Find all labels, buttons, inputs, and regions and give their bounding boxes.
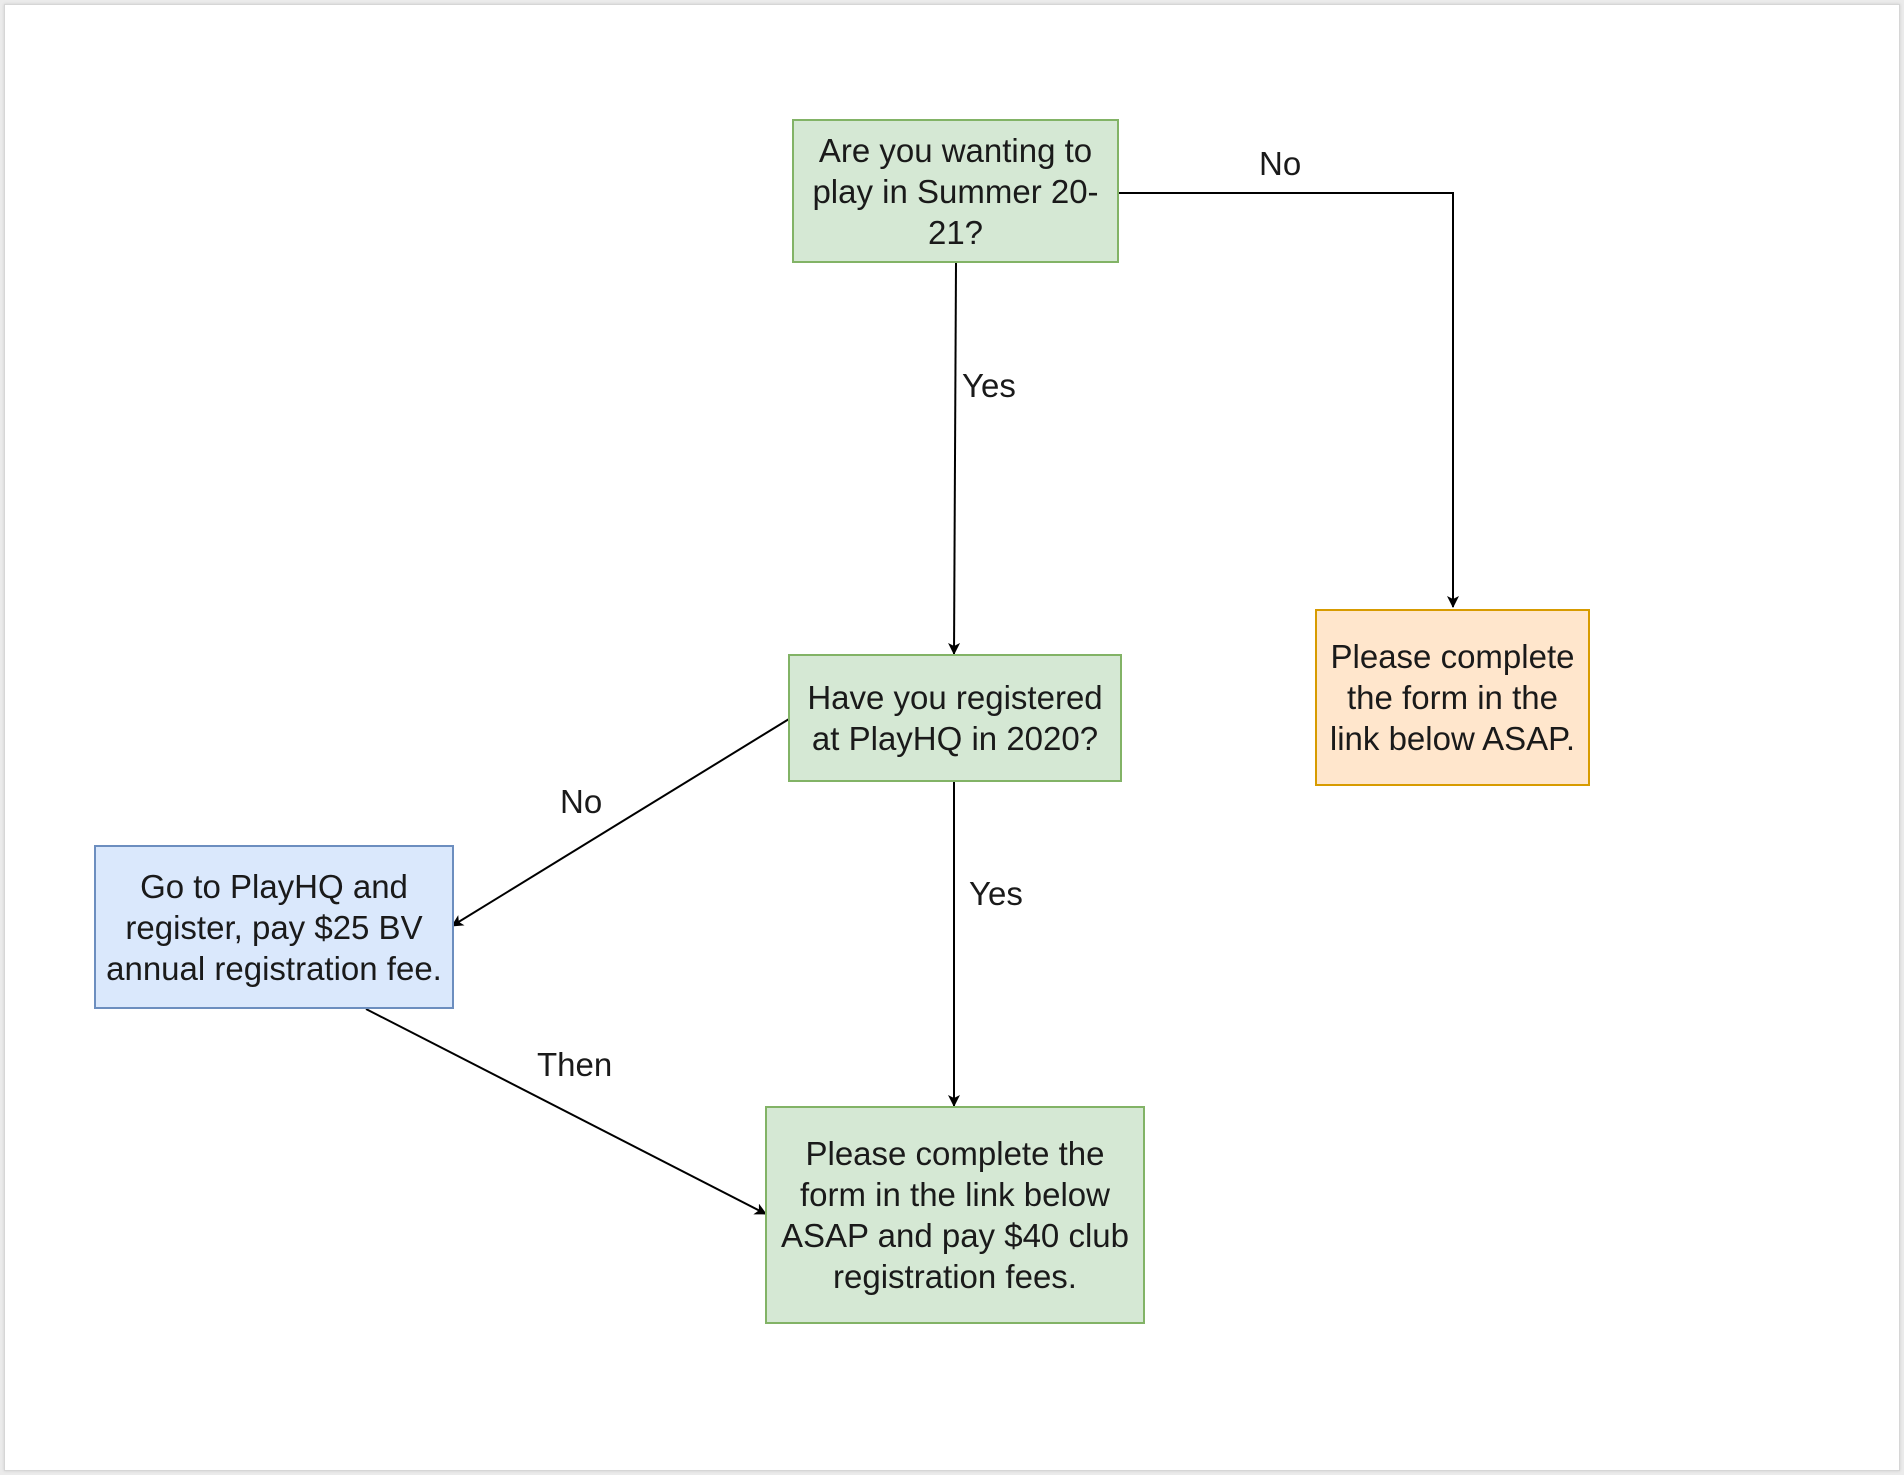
node-summer-question: Are you wanting to play in Summer 20-21? bbox=[792, 119, 1119, 263]
node-registered-question: Have you registered at PlayHQ in 2020? bbox=[788, 654, 1122, 782]
edge-summer-no-connector bbox=[1119, 192, 1459, 608]
edge-registered-yes-label: Yes bbox=[969, 875, 1023, 912]
node-club-fee-action-label: Please complete the form in the link bel… bbox=[781, 1135, 1129, 1295]
node-playhq-action-label: Go to PlayHQ and register, pay $25 BV an… bbox=[106, 867, 442, 987]
edge-playhq-then-label: Then bbox=[537, 1046, 613, 1083]
edge-summer-yes-label: Yes bbox=[962, 367, 1016, 404]
edge-playhq-then-connector bbox=[365, 1008, 767, 1215]
edge-summer-no-label: No bbox=[1259, 145, 1302, 182]
node-club-fee-action: Please complete the form in the link bel… bbox=[765, 1106, 1145, 1324]
connector-layer bbox=[365, 192, 1459, 1215]
edge-summer-yes-connector bbox=[948, 262, 961, 655]
edge-registered-no-connector bbox=[451, 718, 790, 927]
node-form-only-action-label: Please complete the form in the link bel… bbox=[1329, 638, 1576, 757]
diagram-canvas: Are you wanting to play in Summer 20-21?… bbox=[4, 4, 1900, 1471]
node-playhq-action: Go to PlayHQ and register, pay $25 BV an… bbox=[94, 845, 454, 1009]
node-form-only-action: Please complete the form in the link bel… bbox=[1315, 609, 1590, 786]
node-registered-question-label: Have you registered at PlayHQ in 2020? bbox=[807, 679, 1103, 757]
edge-registered-no-label: No bbox=[560, 783, 603, 820]
node-summer-question-label: Are you wanting to play in Summer 20-21? bbox=[812, 131, 1099, 251]
